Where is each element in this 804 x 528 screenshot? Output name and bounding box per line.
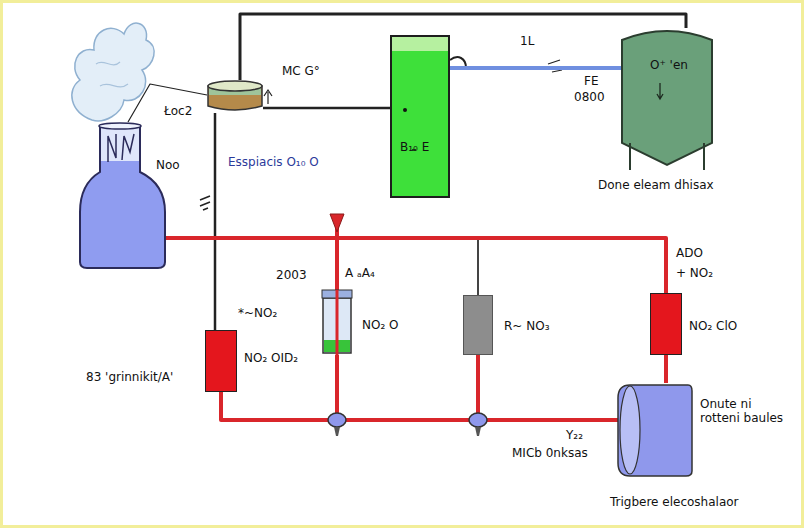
node-caption: Done eleam dhisax [598, 178, 714, 192]
pipe-label: + NO₂ [676, 266, 713, 280]
red-pipe [478, 355, 618, 420]
valve-mark [200, 196, 210, 210]
vapour-swirl [96, 62, 128, 87]
storage-tank-shape [622, 28, 712, 170]
pipe-label: Y₂₂ [566, 428, 583, 442]
pipe-label: 2003 [276, 268, 307, 282]
red-pipe [664, 355, 668, 383]
vapour-cloud [72, 23, 154, 121]
red-pipe [337, 355, 618, 420]
collector-cylinder: Onute ni rotteni baulesTrigbere elecosha… [618, 383, 692, 478]
column-body [391, 36, 449, 197]
mixer-drum: MC G° [207, 80, 263, 113]
node-label: O⁺ 'en [650, 58, 688, 72]
valve [328, 413, 346, 436]
flask-shape [80, 122, 165, 270]
pipe-label: FE [584, 74, 598, 88]
cylinder-end [620, 386, 640, 474]
mixer-drum-shape [207, 80, 263, 113]
pipe-joint [330, 214, 344, 232]
gray-filter: R~ NO₃ [463, 295, 493, 355]
reactor-column-shape [390, 35, 450, 198]
valve-body [328, 413, 346, 427]
red-pipe [221, 392, 618, 420]
filter-label: *~NO₂ [238, 306, 277, 320]
node-caption: Trigbere elecoshalaor [610, 495, 739, 509]
tank-leg [629, 143, 631, 170]
pipe [214, 113, 217, 330]
node-label: Noo [156, 158, 180, 172]
pipe [477, 238, 479, 295]
node-label: NO₂ O [362, 318, 399, 332]
blue-pipe [450, 66, 622, 70]
side-note: 83 'grinnikit/A' [86, 370, 173, 384]
node-label: MC G° [282, 64, 320, 78]
valve-drip [475, 427, 481, 436]
pipe [263, 107, 390, 110]
flask: Noo [80, 122, 165, 270]
valve [469, 413, 487, 436]
wire [128, 84, 207, 122]
cylinder-body [618, 385, 692, 476]
red-filter: NO₂ OID₂ [205, 330, 237, 392]
column-dot [403, 108, 407, 112]
tank-body [622, 31, 712, 165]
collector-cylinder-shape [618, 383, 692, 478]
valve-drip [334, 427, 340, 436]
node-label: NO₂ OID₂ [244, 351, 298, 365]
drum-lid [208, 81, 262, 91]
stream-label: Esspiacis O₁₀ O [228, 155, 319, 169]
pipe [240, 14, 686, 80]
flask-neck [101, 127, 139, 161]
node-label: NO₂ ClO [689, 319, 737, 333]
tank-arrow [657, 83, 663, 99]
flask-lip [99, 123, 141, 129]
stirring-rods [108, 134, 134, 162]
node-label: R~ NO₃ [504, 319, 549, 333]
red-filter: NO₂ ClO [650, 293, 682, 355]
node-label: Onute ni rotteni baules [700, 397, 790, 425]
flask-body [80, 126, 165, 268]
flask-label: Łoc2 [164, 104, 192, 118]
sample-tube: NO₂ O [322, 290, 352, 355]
red-pipe [336, 290, 339, 355]
storage-tank: O⁺ 'enDone eleam dhisax [622, 28, 712, 170]
pipe-label: 0800 [574, 90, 605, 104]
column-top [392, 37, 448, 51]
red-pipe [165, 238, 666, 293]
tank-leg [703, 143, 705, 170]
node-label: B₁₀ E [400, 140, 429, 154]
pipe-label: MICb 0nksas [512, 446, 588, 460]
pipe-label: 1L [520, 34, 534, 48]
valve-body [469, 413, 487, 427]
sample-tube-shape [322, 290, 352, 355]
pipe-label: ADO [676, 246, 703, 260]
pipe-label: A ₐA₄ [345, 266, 375, 280]
reactor-column: B₁₀ E [390, 35, 450, 198]
flow-mark [264, 90, 272, 104]
